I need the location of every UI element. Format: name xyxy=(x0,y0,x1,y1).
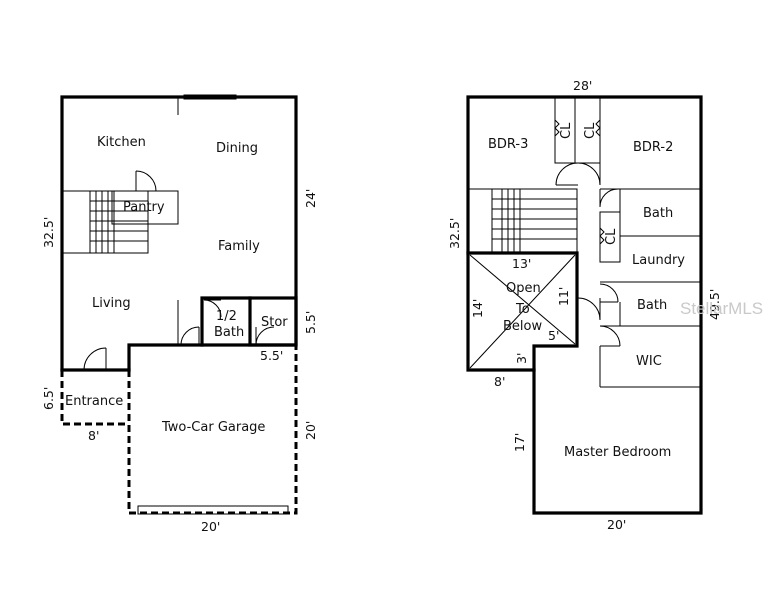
entrance-dashed-outline xyxy=(60,370,129,426)
open-x-line-1 xyxy=(469,254,576,345)
dim-garage-depth: 20' xyxy=(303,421,318,440)
pantry-door xyxy=(135,170,157,192)
dim-open-height: 14' xyxy=(470,299,485,318)
room-open-2: To xyxy=(515,302,530,317)
dim-first-depth-right: 24' xyxy=(303,189,318,208)
room-open-1: Open xyxy=(506,281,541,296)
open-x-line-2 xyxy=(469,254,576,369)
second-floor-exterior-wall xyxy=(466,95,703,515)
dim-open-inner: 11' xyxy=(556,287,571,306)
dim-open-3: 3' xyxy=(514,353,529,364)
dim-open-width: 13' xyxy=(512,256,531,271)
dim-open-5: 5' xyxy=(548,328,559,343)
dim-master-width: 20' xyxy=(607,517,626,532)
room-master: Master Bedroom xyxy=(564,445,671,460)
dim-stor-width: 5.5' xyxy=(260,348,283,363)
room-laundry: Laundry xyxy=(632,253,685,268)
bdr3-door xyxy=(555,162,579,186)
room-half-bath-1: 1/2 xyxy=(216,309,237,324)
room-living: Living xyxy=(92,296,131,311)
room-family: Family xyxy=(218,239,260,254)
closet-bdr3-fold xyxy=(554,119,560,137)
closet-laundry xyxy=(599,211,621,263)
half-bath-wall xyxy=(200,296,252,347)
half-bath-opening-door xyxy=(180,326,200,346)
dim-first-depth-main: 32.5' xyxy=(41,217,56,248)
dim-entrance-width: 8' xyxy=(88,428,99,443)
garage-door xyxy=(137,505,289,515)
bath-upper-door xyxy=(599,188,619,208)
dim-second-width-top: 28' xyxy=(573,78,592,93)
closet-bdr2 xyxy=(574,96,601,164)
first-floor-stairs xyxy=(61,190,149,254)
room-open-3: Below xyxy=(503,319,542,334)
room-dining: Dining xyxy=(216,141,258,156)
bath-lower-door xyxy=(599,283,619,303)
dim-garage-width: 20' xyxy=(201,519,220,534)
second-floor-plan: BDR-3 BDR-2 CL CL Bath CL Laundry Open T… xyxy=(447,78,722,532)
wic-door xyxy=(599,325,621,347)
room-bdr3: BDR-3 xyxy=(488,137,528,152)
dim-master-depth: 17' xyxy=(512,433,527,452)
room-bdr2: BDR-2 xyxy=(633,140,673,155)
dim-step-width: 8' xyxy=(494,374,505,389)
label-closet-bdr3: CL xyxy=(559,122,574,139)
room-storage: Stor xyxy=(261,315,288,330)
room-kitchen: Kitchen xyxy=(97,135,146,150)
room-half-bath-2: Bath xyxy=(214,325,244,340)
first-floor-exterior-wall xyxy=(60,95,298,372)
room-wic: WIC xyxy=(636,354,662,369)
dim-entrance-depth: 6.5' xyxy=(41,387,56,410)
dim-second-depth-right: 49.5' xyxy=(707,289,722,320)
closet-bdr2-fold xyxy=(595,119,601,137)
label-closet-laundry: CL xyxy=(604,228,619,245)
garage-dashed-outline xyxy=(127,345,298,515)
room-bath-lower: Bath xyxy=(637,298,667,313)
entrance-door xyxy=(83,347,107,371)
dim-second-depth-left: 32.5' xyxy=(447,218,462,249)
room-entrance: Entrance xyxy=(65,394,123,409)
first-floor-plan: Kitchen Dining Pantry Family Living 1/2 … xyxy=(41,94,318,534)
dim-stor-height: 5.5' xyxy=(303,311,318,334)
closet-laundry-fold xyxy=(599,227,605,245)
room-bath-upper: Bath xyxy=(643,206,673,221)
storage-walls xyxy=(248,296,298,347)
watermark: StellarMLS xyxy=(680,299,763,318)
bdr2-door xyxy=(577,162,601,186)
room-pantry: Pantry xyxy=(123,200,165,215)
room-garage: Two-Car Garage xyxy=(161,420,265,435)
label-closet-bdr2: CL xyxy=(583,122,598,139)
second-floor-stairs xyxy=(491,188,578,254)
hall-bath-door xyxy=(577,297,601,321)
